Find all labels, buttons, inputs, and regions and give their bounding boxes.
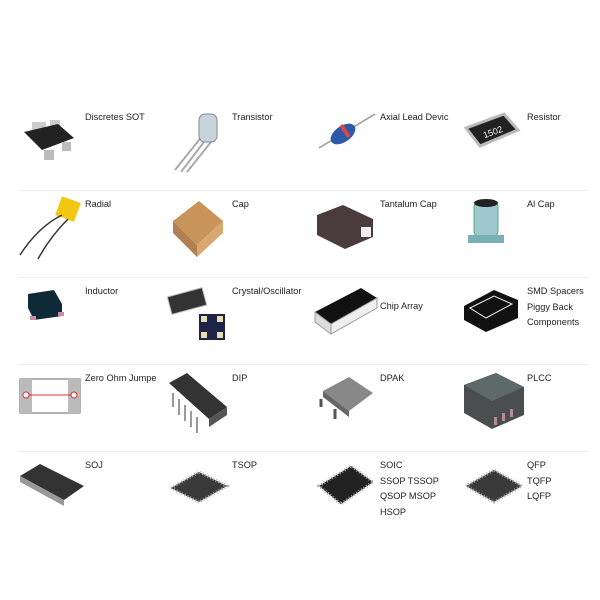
component-item[interactable]: TSOP <box>165 458 310 538</box>
component-label-line: Chip Array <box>380 301 423 311</box>
component-label: Crystal/Oscillator <box>232 284 306 300</box>
component-label-line: Cap <box>232 199 249 209</box>
component-item[interactable]: Tantalum Cap <box>313 197 458 277</box>
component-item[interactable]: Inductor <box>18 284 163 364</box>
component-label: Inductor <box>85 284 159 300</box>
dip-package-icon <box>165 371 231 441</box>
component-label: PLCC <box>527 371 600 387</box>
component-label-line: Resistor <box>527 112 561 122</box>
component-item[interactable]: Radial <box>18 196 163 277</box>
component-label: SOIC SSOP TSSOP QSOP MSOP HSOP <box>380 458 454 520</box>
component-label: Resistor <box>527 110 600 126</box>
dpak-package-icon <box>313 371 379 441</box>
component-item[interactable]: SOJ <box>18 458 163 538</box>
component-label: SOJ <box>85 458 159 474</box>
tsop-package-icon <box>165 458 231 528</box>
component-label-line: Zero Ohm Jumpe <box>85 373 157 383</box>
component-label-line: PLCC <box>527 373 552 383</box>
component-label: DIP <box>232 371 306 387</box>
component-label: Axial Lead Devic <box>380 110 454 126</box>
component-label-line: SSOP TSSOP <box>380 475 439 486</box>
component-label-line: Components <box>527 317 580 327</box>
component-label: DPAK <box>380 371 454 387</box>
component-label-line: Al Cap <box>527 199 555 209</box>
plcc-package-icon <box>460 371 526 441</box>
component-label-line: Piggy Back <box>527 301 573 312</box>
qfp-package-icon <box>460 458 526 528</box>
component-label-line: Radial <box>85 199 112 209</box>
component-label: Transistor <box>232 110 306 126</box>
component-label-line: QSOP MSOP <box>380 491 436 501</box>
component-item[interactable]: QFP TQFP LQFP <box>460 458 600 538</box>
aluminum-cap-icon <box>460 197 526 267</box>
component-label-line: Axial Lead Devic <box>380 112 449 122</box>
component-label: Al Cap <box>527 197 600 213</box>
inductor-icon <box>18 284 84 354</box>
radial-capacitor-icon <box>18 196 84 267</box>
component-item[interactable]: DPAK <box>313 371 458 451</box>
row-divider <box>18 190 588 191</box>
component-label-line: Discretes SOT <box>85 112 145 122</box>
soic-package-icon <box>313 458 379 528</box>
component-label-line: QFP <box>527 460 546 470</box>
component-item[interactable]: Cap <box>165 197 310 277</box>
component-item[interactable]: PLCC <box>460 371 600 451</box>
zero-ohm-jumper-icon <box>18 371 84 441</box>
component-item[interactable]: Chip Array <box>313 284 458 364</box>
component-item[interactable]: Discretes SOT <box>18 110 163 190</box>
chip-array-icon <box>313 284 379 354</box>
component-label-line: Transistor <box>232 112 273 122</box>
component-label: QFP TQFP LQFP <box>527 458 600 505</box>
crystal-oscillator-icon <box>165 284 231 354</box>
component-label-line: Tantalum Cap <box>380 199 437 209</box>
smd-spacer-icon <box>460 284 526 354</box>
component-label-line: HSOP <box>380 506 407 517</box>
component-label: Cap <box>232 197 306 213</box>
sot-package-icon <box>18 110 84 180</box>
axial-lead-icon <box>313 110 379 180</box>
component-item[interactable]: SOIC SSOP TSSOP QSOP MSOP HSOP <box>313 458 458 538</box>
component-label-line: Inductor <box>85 286 119 296</box>
component-item[interactable]: Axial Lead Devic <box>313 110 458 190</box>
component-label-line: TQFP <box>527 475 552 486</box>
component-item[interactable]: Crystal/Oscillator <box>165 284 310 364</box>
component-item[interactable]: DIP <box>165 371 310 451</box>
component-label: Discretes SOT <box>85 110 159 126</box>
transistor-icon <box>165 110 231 180</box>
row-divider <box>18 364 588 365</box>
soj-package-icon <box>18 458 84 528</box>
component-label-line: SOIC <box>380 460 403 470</box>
component-label-line: SMD Spacers <box>527 286 584 296</box>
component-label: Chip Array <box>380 299 454 315</box>
chip-resistor-icon: 1502 <box>460 110 526 180</box>
component-label: Zero Ohm Jumpe <box>85 371 159 387</box>
component-label-line: SOJ <box>85 460 103 470</box>
component-label-line: Crystal/Oscillator <box>232 286 302 296</box>
component-label: Radial <box>85 197 159 213</box>
row-divider <box>18 277 588 278</box>
component-label: TSOP <box>232 458 306 474</box>
component-label: Tantalum Cap <box>380 197 454 213</box>
component-label-line: DIP <box>232 373 248 383</box>
tantalum-cap-icon <box>313 197 379 267</box>
component-item[interactable]: Zero Ohm Jumpe <box>18 371 163 451</box>
component-item[interactable]: Al Cap <box>460 197 600 277</box>
component-label-line: TSOP <box>232 460 258 470</box>
component-label-line: LQFP <box>527 491 551 501</box>
component-label-line: DPAK <box>380 373 405 383</box>
row-divider <box>18 451 588 452</box>
component-item[interactable]: Transistor <box>165 110 310 190</box>
ceramic-cap-icon <box>165 197 231 267</box>
